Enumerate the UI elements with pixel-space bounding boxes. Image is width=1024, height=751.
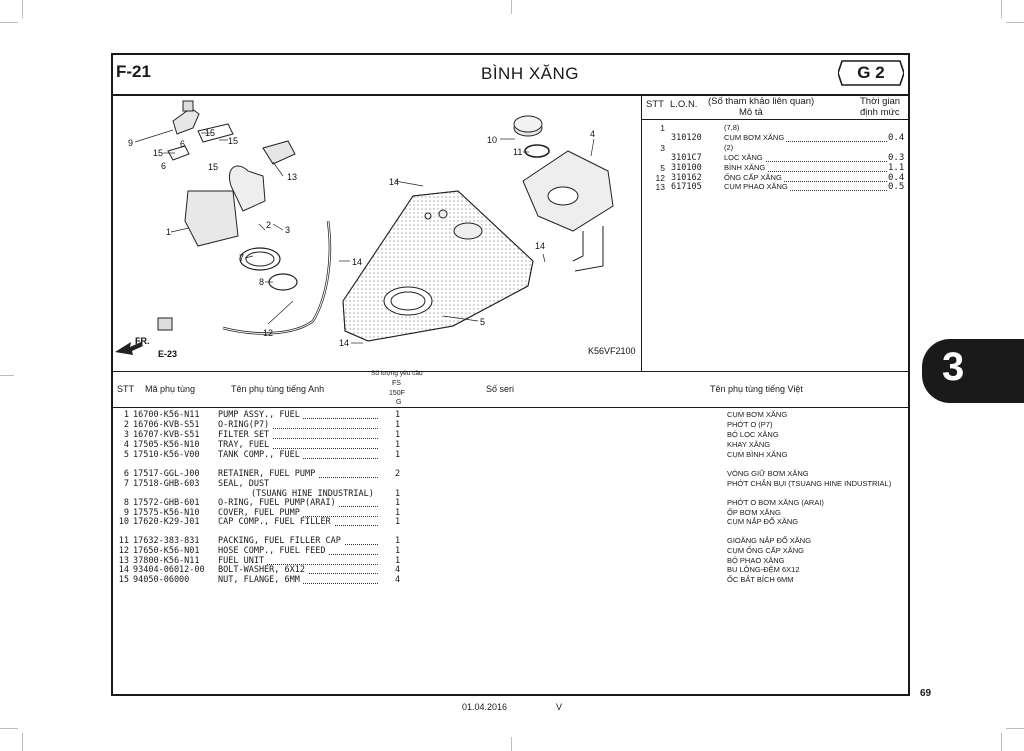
reference-row: 3 (2) [660, 143, 734, 153]
reference-row: 1 (7,8) [660, 123, 740, 133]
col-header-qty-model: G [396, 399, 402, 406]
reference-divider [641, 96, 642, 372]
crop-mark [22, 733, 23, 751]
table-row: (TSUANG HINE INDUSTRIAL) 1 [251, 489, 401, 499]
crop-mark [1001, 0, 1002, 18]
callout-label: 8 [259, 277, 264, 287]
ref-header-desc: (Số tham khảo liên quan) [708, 96, 815, 107]
col-header-qty-model: 150F [389, 390, 405, 397]
col-header-name-en: Tên phụ tùng tiếng Anh [231, 384, 325, 394]
crop-mark [511, 0, 512, 14]
callout-label: 2 [266, 220, 271, 230]
callout-label: 10 [487, 135, 497, 145]
diagram-drawing: 9 15 6 15 15 6 15 13 1 2 3 7 8 12 10 11 … [115, 100, 636, 359]
callout-label: 11 [513, 147, 522, 157]
footer-date: 01.04.2016 [462, 702, 508, 712]
callout-label: 15 [205, 128, 215, 138]
section-code: F-21 [116, 62, 151, 81]
col-header-qty-model: FS [392, 380, 401, 387]
callout-label: 14 [339, 338, 349, 348]
table-header-rule [113, 407, 908, 408]
col-header-serial: Số seri [486, 384, 515, 394]
ref-header-desc: Mô tả [739, 107, 763, 118]
callout-label: 6 [180, 139, 185, 149]
col-header-stt: STT [117, 384, 134, 394]
callout-label: E-23 [158, 349, 177, 359]
page-frame [111, 53, 910, 696]
crop-mark [511, 737, 512, 751]
crop-mark [1006, 728, 1024, 729]
crop-mark [0, 728, 18, 729]
callout-label: 14 [389, 177, 399, 187]
group-badge: G 2 [837, 60, 905, 86]
reference-row: 13 617105 CỤM PHAO XĂNG 0.5 [655, 182, 905, 192]
footer-version: V [556, 702, 563, 712]
section-tab-label: 3 [942, 345, 965, 389]
callout-label: 1 [166, 227, 171, 237]
reference-row: 12 310162 ỐNG CẤP XĂNG 0.4 [655, 173, 905, 183]
callout-label: 12 [263, 328, 273, 338]
ref-header-time: Thời gian [860, 96, 901, 107]
reference-row: 5 310100 BÌNH XĂNG 1.1 [660, 163, 905, 173]
callout-label: 3 [285, 225, 290, 235]
ref-header-lon: L.O.N. [670, 99, 698, 110]
ref-header-stt: STT [646, 99, 664, 110]
callout-label: 14 [352, 257, 362, 267]
col-header-part-no: Mã phụ tùng [145, 384, 196, 394]
callout-label: 6 [161, 161, 166, 171]
reference-row: 310120 CỤM BƠM XĂNG 0.4 [671, 133, 905, 143]
crop-mark [22, 0, 23, 18]
callout-label: 4 [590, 129, 595, 139]
table-top-rule [113, 371, 908, 372]
badge-frame-icon [837, 60, 905, 86]
reference-row: 3101C7 LỌC XĂNG 0.3 [671, 153, 905, 163]
callout-label: 7 [239, 253, 244, 263]
callout-label: 15 [208, 162, 218, 172]
col-header-qty: Số lượng yêu cầu [371, 370, 423, 377]
crop-mark [1006, 22, 1024, 23]
page-number: 69 [920, 688, 932, 699]
callout-label: 15 [228, 136, 238, 146]
ref-header-time: định mức [860, 107, 900, 118]
callout-label: 5 [480, 317, 485, 327]
callout-label: 13 [287, 172, 297, 182]
callout-label: FR. [135, 336, 150, 346]
ref-header-rule [642, 119, 908, 120]
group-badge-label: G 2 [857, 63, 885, 82]
section-tab: 3 [922, 339, 1024, 403]
callout-label: 14 [535, 241, 545, 251]
col-header-name-vn: Tên phụ tùng tiếng Việt [710, 384, 803, 394]
front-arrow-icon [115, 342, 143, 355]
callout-label: 15 [153, 148, 163, 158]
crop-mark [0, 22, 18, 23]
callout-label: 9 [128, 138, 133, 148]
exploded-diagram: 9 15 6 15 15 6 15 13 1 2 3 7 8 12 10 11 … [113, 96, 641, 371]
page-title: BÌNH XĂNG [480, 64, 580, 83]
diagram-image-code: K56VF2100 [588, 346, 636, 356]
crop-mark [1001, 733, 1002, 751]
header-divider [111, 94, 910, 96]
crop-mark [0, 375, 14, 376]
